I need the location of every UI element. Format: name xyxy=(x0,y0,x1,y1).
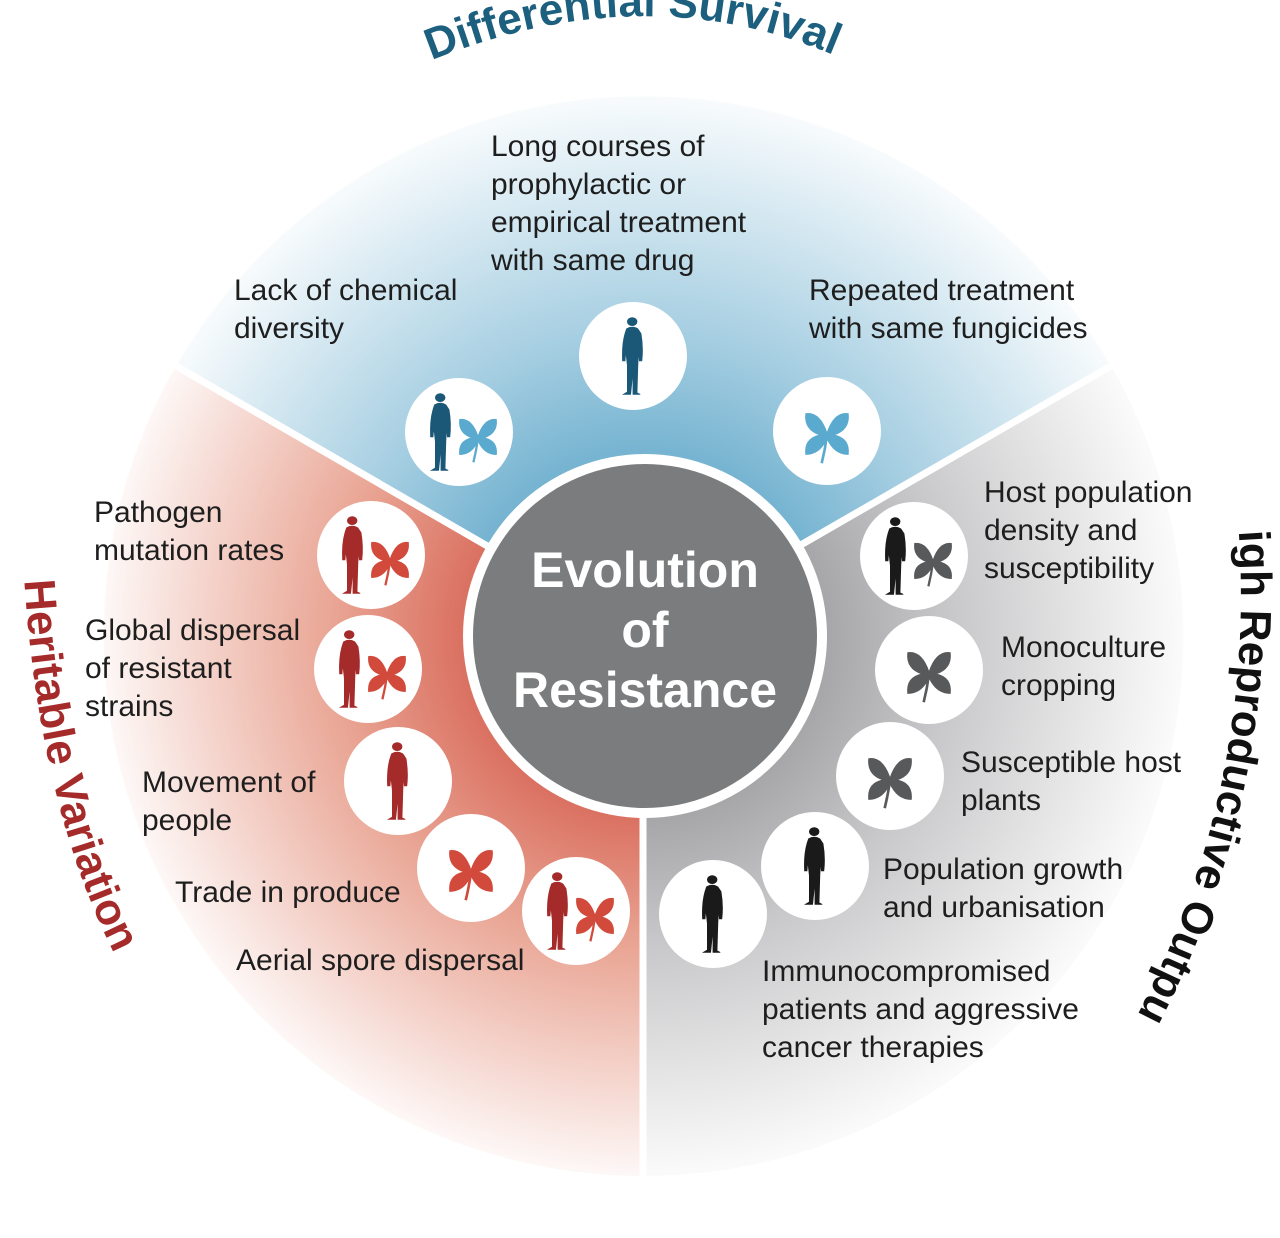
icon-badge-person-and-plant-icon xyxy=(405,378,513,486)
label-host-population: Host population density and susceptibili… xyxy=(984,476,1193,585)
icon-badge-person-icon xyxy=(761,812,869,920)
center-circle-fill xyxy=(473,464,817,808)
icon-badge-person-and-plant-icon xyxy=(522,857,630,965)
icon-badge-plant-icon xyxy=(773,377,881,485)
label-susceptible-host: Susceptible host plants xyxy=(961,746,1182,817)
label-aerial-spore: Aerial spore dispersal xyxy=(236,944,525,977)
icon-badge-plant-icon xyxy=(875,616,983,724)
label-trade-produce: Trade in produce xyxy=(175,876,401,909)
label-population-growth: Population growth and urbanisation xyxy=(883,853,1124,924)
label-repeated-treatment: Repeated treatment with same fungicides xyxy=(809,274,1088,345)
icon-badge-person-and-plant-icon xyxy=(317,501,425,609)
icon-badge-person-and-plant-icon xyxy=(314,615,422,723)
icon-badges xyxy=(314,302,983,968)
icon-badge-person-and-plant-icon xyxy=(860,502,968,610)
label-long-courses: Long courses of prophylactic or empirica… xyxy=(491,130,747,277)
icon-badge-circle xyxy=(836,722,944,830)
icon-badge-circle xyxy=(860,502,968,610)
icon-badge-circle xyxy=(314,615,422,723)
label-monoculture: Monoculture cropping xyxy=(1001,631,1167,702)
icon-badge-circle xyxy=(522,857,630,965)
label-global-dispersal: Global dispersal of resistant strains xyxy=(85,614,301,723)
icon-badge-plant-icon xyxy=(417,814,525,922)
icon-badge-circle xyxy=(773,377,881,485)
label-immunocompromised: Immunocompromised patients and aggressiv… xyxy=(762,955,1079,1064)
differential-survival-title: Differential Survival xyxy=(418,0,849,69)
icon-badge-plant-icon xyxy=(836,722,944,830)
label-lack-chemical-diversity: Lack of chemical diversity xyxy=(234,274,458,345)
icon-badge-person-icon xyxy=(579,302,687,410)
icon-badge-circle xyxy=(417,814,525,922)
icon-badge-circle xyxy=(317,501,425,609)
icon-badge-person-icon xyxy=(344,727,452,835)
center-title: Evolution of Resistance xyxy=(512,542,778,718)
icon-badge-person-icon xyxy=(659,860,767,968)
icon-badge-circle xyxy=(405,378,513,486)
label-movement-people: Movement of people xyxy=(142,766,316,837)
icon-badge-circle xyxy=(875,616,983,724)
label-pathogen-mutation: Pathogen mutation rates xyxy=(94,496,285,567)
